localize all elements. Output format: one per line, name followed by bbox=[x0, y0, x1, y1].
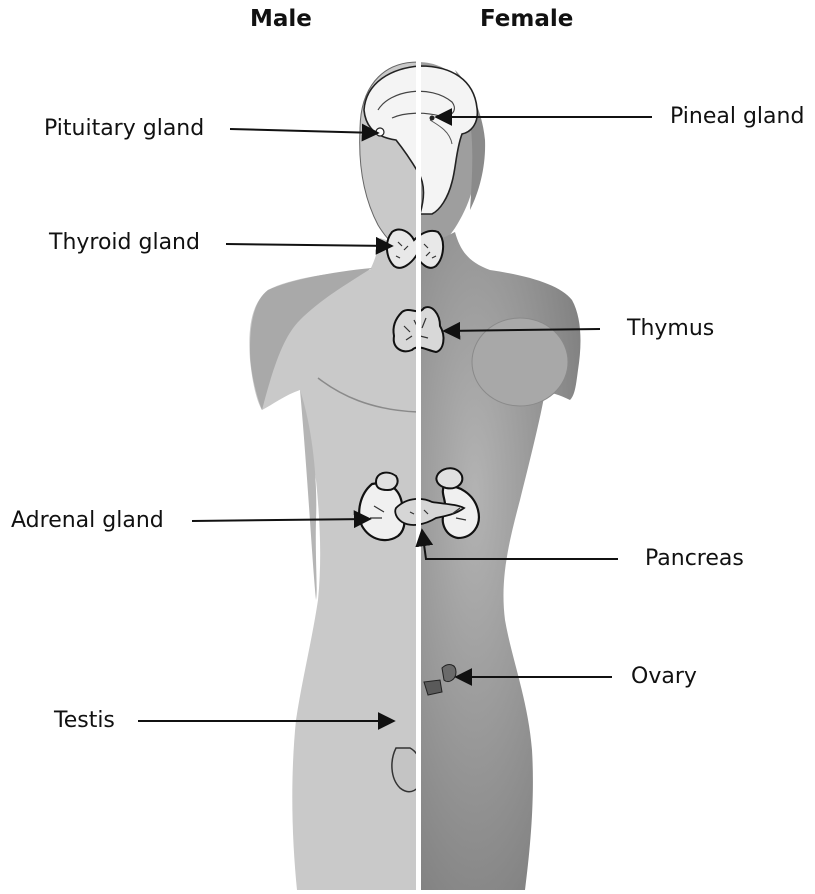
label-pancreas: Pancreas bbox=[645, 546, 744, 572]
arrow-pituitary bbox=[230, 129, 378, 133]
midline-divider bbox=[416, 60, 421, 890]
label-testis: Testis bbox=[54, 708, 115, 734]
label-thymus: Thymus bbox=[627, 316, 714, 342]
label-adrenal-gland: Adrenal gland bbox=[11, 508, 164, 534]
label-thyroid-gland: Thyroid gland bbox=[49, 230, 200, 256]
label-pituitary-gland: Pituitary gland bbox=[44, 116, 204, 142]
female-header: Female bbox=[480, 6, 573, 32]
arrow-thyroid bbox=[226, 244, 392, 246]
male-header: Male bbox=[250, 6, 312, 32]
label-pineal-gland: Pineal gland bbox=[670, 104, 804, 130]
label-ovary: Ovary bbox=[631, 664, 697, 690]
